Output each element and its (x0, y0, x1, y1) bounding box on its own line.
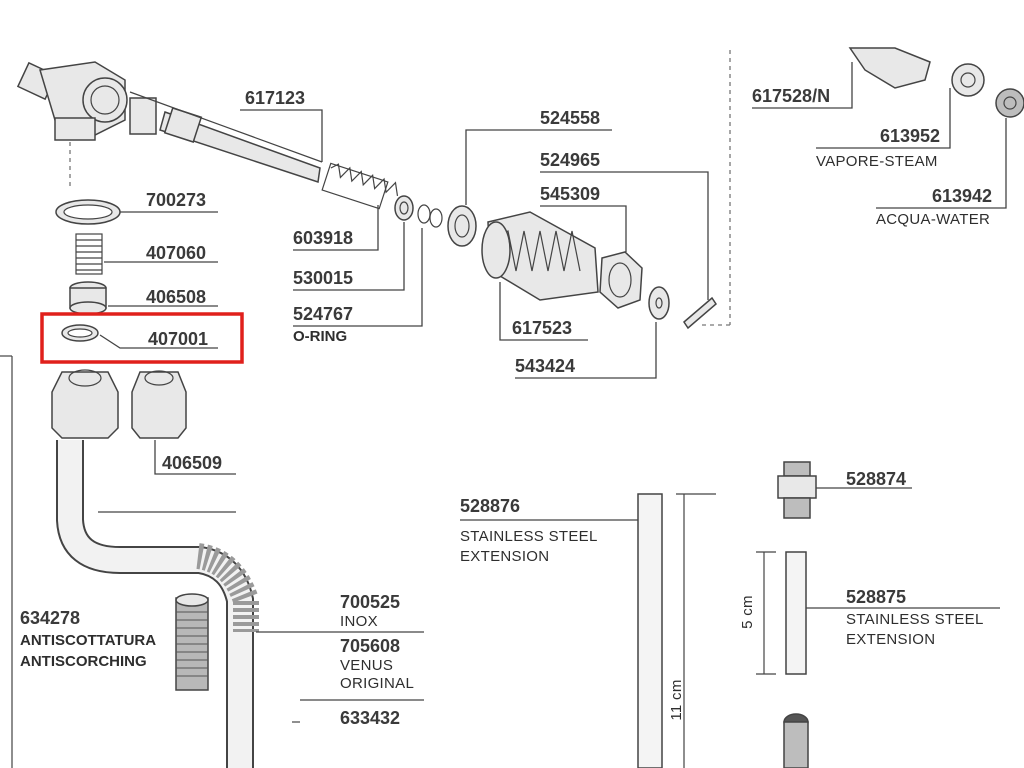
part-label-524965: 524965 (540, 150, 600, 170)
part-label-528876: 528876 (460, 496, 520, 516)
part-label-530015: 530015 (293, 268, 353, 288)
part-label-613952: 613952 (880, 126, 940, 146)
part-label-524767: 524767 (293, 304, 353, 324)
part-sublabel-528875-2: EXTENSION (846, 631, 935, 648)
spring-603918-drawing (321, 162, 399, 210)
part-label-617523: 617523 (512, 318, 572, 338)
washer-524558-drawing (447, 205, 477, 247)
spring-407060-drawing (75, 233, 103, 275)
part-label-617528n: 617528/N (752, 86, 830, 106)
part-sublabel-528876-1: STAINLESS STEEL (460, 528, 598, 545)
part-label-634278: 634278 (20, 608, 80, 628)
part-label-407060: 407060 (146, 243, 206, 263)
partial-part-bottom-right (783, 713, 809, 768)
part-label-700525: 700525 (340, 592, 400, 612)
part-label-603918: 603918 (293, 228, 353, 248)
steam-pipe-drawing (56, 440, 259, 768)
ring-530015-drawing (394, 195, 414, 221)
part-sublabel-524767: O-RING (293, 328, 347, 345)
part-sublabel-634278-1: ANTISCOTTATURA (20, 632, 156, 649)
part-label-633432: 633432 (340, 708, 400, 728)
part-label-407001: 407001 (148, 329, 208, 349)
part-label-406508: 406508 (146, 287, 206, 307)
part-sublabel-700525: INOX (340, 613, 378, 630)
part-sublabel-528876-2: EXTENSION (460, 548, 549, 565)
washer-543424-drawing (648, 286, 670, 320)
part-sublabel-705608-2: ORIGINAL (340, 675, 414, 692)
part-label-613942: 613942 (932, 186, 992, 206)
dimension-11cm: 11 cm (668, 679, 685, 720)
antiscorching-sleeve-drawing (175, 593, 209, 691)
part-label-528874: 528874 (846, 469, 906, 489)
part-sublabel-634278-2: ANTISCORCHING (20, 653, 147, 670)
part-label-545309: 545309 (540, 184, 600, 204)
dimension-5cm: 5 cm (739, 595, 756, 629)
part-label-617123: 617123 (245, 88, 305, 108)
seal-407001-drawing (61, 324, 99, 342)
part-label-524558: 524558 (540, 108, 600, 128)
part-sublabel-528875-1: STAINLESS STEEL (846, 611, 984, 628)
union-body-617523-drawing (481, 211, 599, 301)
o-ring-524767-drawing (417, 204, 443, 228)
part-label-406509: 406509 (162, 453, 222, 473)
nut-545309-drawing (599, 251, 643, 309)
valve-body-drawing (16, 61, 128, 190)
extension-528875-drawing (756, 551, 807, 675)
part-sublabel-613952: VAPORE-STEAM (816, 153, 938, 170)
part-sublabel-613942: ACQUA-WATER (876, 211, 990, 228)
nipple-528874-drawing (777, 461, 817, 519)
part-sublabel-705608-1: VENUS (340, 657, 393, 674)
highlight-box-407001 (40, 312, 244, 364)
fittings-406509-drawing (51, 369, 187, 439)
gasket-700273-drawing (55, 199, 121, 225)
part-label-528875: 528875 (846, 587, 906, 607)
cotter-pin-drawing (683, 296, 717, 330)
shaft-617123-drawing (129, 97, 321, 183)
part-label-700273: 700273 (146, 190, 206, 210)
part-label-543424: 543424 (515, 356, 575, 376)
bushing-406508-drawing (69, 281, 107, 315)
steam-valve-parts-drawing (848, 47, 1024, 118)
part-label-705608: 705608 (340, 636, 400, 656)
extension-528876-drawing (637, 493, 716, 768)
